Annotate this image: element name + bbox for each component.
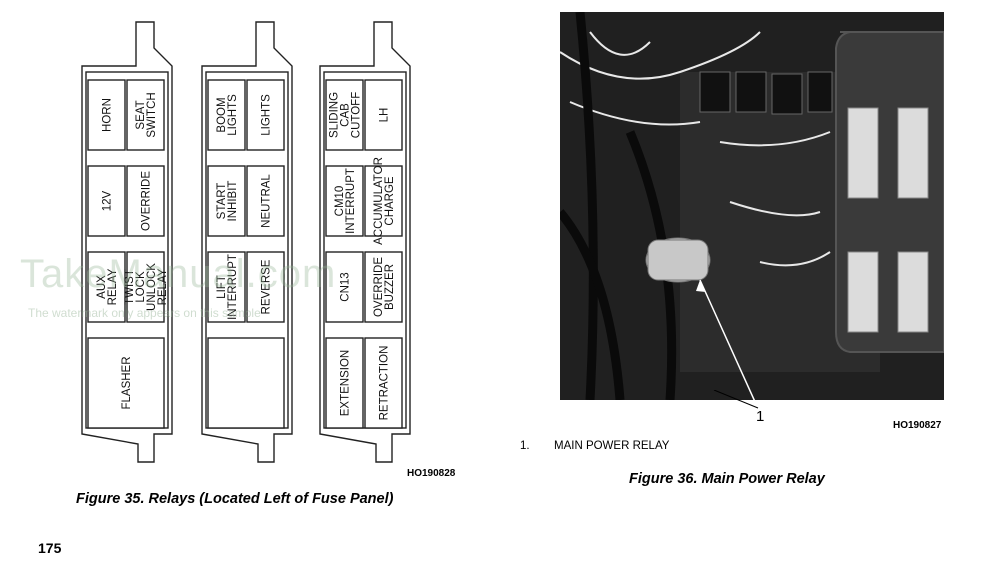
figure36-caption: Figure 36. Main Power Relay [629,471,825,487]
watermark-logo: TakeManual.com [20,252,337,296]
relay-slot [364,337,403,429]
relay-label: HORN [102,98,114,132]
photo-illustration [560,12,944,400]
relay-slot [87,251,126,323]
relay-slot [364,79,403,151]
relay-slot [126,79,165,151]
relay-slot [246,79,285,151]
relay-slot [207,337,285,429]
relay-label: SEATSWITCH [135,92,158,137]
page-number: 175 [38,540,62,556]
relay-slot [87,165,126,237]
relay-label: AUXRELAY [96,268,119,305]
relay-label: NEUTRAL [261,174,273,228]
relay-slot [87,337,165,429]
relay-slot [364,165,403,237]
relay-label: 12V [102,190,114,211]
relay-slot [325,337,364,429]
watermark-subtext: The watermark only appears on this sampl… [28,306,261,320]
relay-label: REVERSE [261,259,273,314]
relay-label: LH [379,108,391,123]
relay-label: TWISTLOCKUNLOCKRELAY [124,263,169,311]
relay-slot [325,251,364,323]
relay-slot [87,79,126,151]
relay-label: FLASHER [121,356,133,409]
relay-slot [364,251,403,323]
legend-number: 1. [520,440,530,452]
relay-label: STARTINHIBIT [216,181,239,222]
relay-label: OVERRIDE [141,171,153,231]
relay-slot [126,165,165,237]
main-power-relay-photo [560,12,944,400]
relay-label: CN13 [340,272,352,301]
relay-label: ACCUMULATORCHARGE [373,157,396,245]
figure35-caption: Figure 35. Relays (Located Left of Fuse … [76,491,394,507]
relay-slot [126,251,165,323]
relay-label: LIFTINTERRUPT [216,254,239,320]
relay-label: CM10INTERRUPT [334,168,357,234]
relay-label: OVERRIDEBUZZER [373,257,396,317]
relay-slot [246,251,285,323]
figure35-code: HO190828 [407,468,456,479]
relay-label: BOOMLIGHTS [216,94,239,136]
relay-slot [207,251,246,323]
relay-slot [325,79,364,151]
relay-label: SLIDINGCABCUTOFF [329,92,363,138]
relay-label: EXTENSION [340,350,352,416]
callout-number: 1 [756,408,765,425]
callout-leader-line [713,390,759,409]
relay-label: RETRACTION [379,346,391,421]
relay-slot [246,165,285,237]
figure36-code: HO190827 [893,420,942,431]
legend-text: MAIN POWER RELAY [554,440,670,452]
relay-label: LIGHTS [261,94,273,136]
relay-slot [207,165,246,237]
relay-slot [207,79,246,151]
relay-slot [325,165,364,237]
